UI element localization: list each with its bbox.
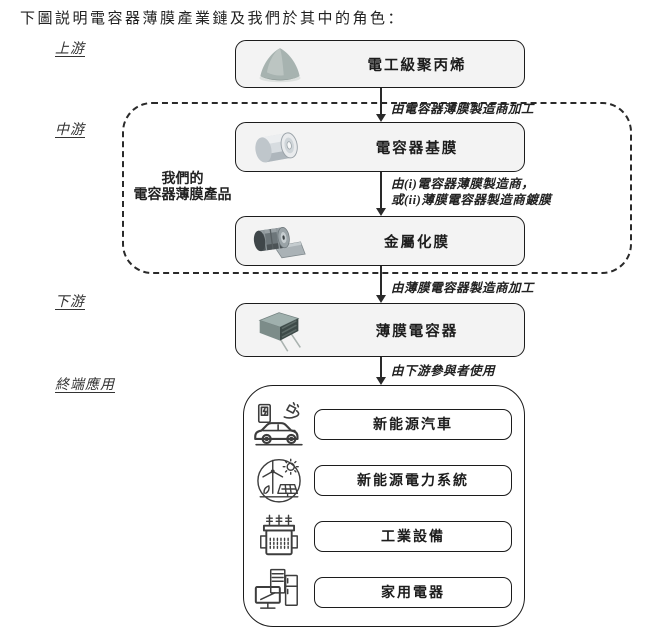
stage-label-downstream: 下游 [55,295,85,310]
node-film-capacitor: 薄膜電容器 [235,303,525,357]
polypropylene-powder-image [236,43,324,85]
app-box-new-energy-vehicles: 新能源汽車 [314,408,512,440]
app-label-home-appliances: 家用電器 [381,586,445,601]
node-metallized-film: 金屬化膜 [235,216,525,266]
app-label-industrial-equipment: 工業設備 [381,530,445,545]
end-applications-container: 新能源汽車 [243,385,525,627]
stage-label-upstream: 上游 [55,42,85,57]
node-capacitor-base-film: 電容器基膜 [235,122,525,172]
page-title: 下圖説明電容器薄膜產業鏈及我們於其中的角色： [20,11,406,27]
stage-label-midstream: 中游 [55,123,85,138]
renewable-power-icon [244,455,314,505]
arrow-4-label: 由下游參與者使用 [391,364,496,378]
industrial-equipment-icon [244,513,314,559]
app-label-new-energy-power-systems: 新能源電力系統 [357,474,469,489]
our-products-label-line2: 電容器薄膜產品 [133,188,232,203]
app-box-new-energy-power-systems: 新能源電力系統 [314,464,512,496]
node-label-polypropylene: 電工級聚丙烯 [367,57,467,74]
arrow-2-label-line1: 由(i)電容器薄膜製造商， [391,177,535,191]
arrow-3-label: 由薄膜電容器製造商加工 [391,281,535,295]
node-electrical-grade-polypropylene: 電工級聚丙烯 [235,40,525,88]
our-products-label: 我們的 電容器薄膜產品 [120,172,245,204]
node-label-metallized-film: 金屬化膜 [384,234,450,251]
arrow-2-head [375,208,386,216]
arrow-1-head [375,114,386,122]
node-label-film-capacitor: 薄膜電容器 [375,323,459,340]
film-capacitor-image [236,307,324,353]
arrow-2-label-line2: 或(ii)薄膜電容器製造商鍍膜 [391,193,552,207]
arrow-3-head [375,295,386,303]
metallized-film-roll-image [236,220,324,262]
app-label-new-energy-vehicles: 新能源汽車 [373,418,453,433]
arrow-4-head [375,377,386,385]
film-roll-image [236,126,324,168]
arrow-2 [380,172,382,208]
arrow-2-label: 由(i)電容器薄膜製造商， 或(ii)薄膜電容器製造商鍍膜 [391,176,551,208]
arrow-3 [380,266,382,295]
our-products-dashed-region [122,102,632,274]
stage-label-end-applications: 終端應用 [55,378,115,393]
arrow-1 [380,88,382,114]
home-appliances-icon [244,568,314,616]
arrow-1-label: 由電容器薄膜製造商加工 [391,102,535,116]
node-label-base-film: 電容器基膜 [375,140,459,157]
ev-car-icon [244,402,314,446]
arrow-4 [380,357,382,377]
app-row-industrial-equipment: 工業設備 [244,514,526,558]
app-row-new-energy-vehicles: 新能源汽車 [244,402,526,446]
app-row-home-appliances: 家用電器 [244,568,526,616]
app-box-home-appliances: 家用電器 [314,576,512,608]
app-box-industrial-equipment: 工業設備 [314,520,512,552]
our-products-label-line1: 我們的 [161,172,204,187]
app-row-new-energy-power-systems: 新能源電力系統 [244,455,526,505]
